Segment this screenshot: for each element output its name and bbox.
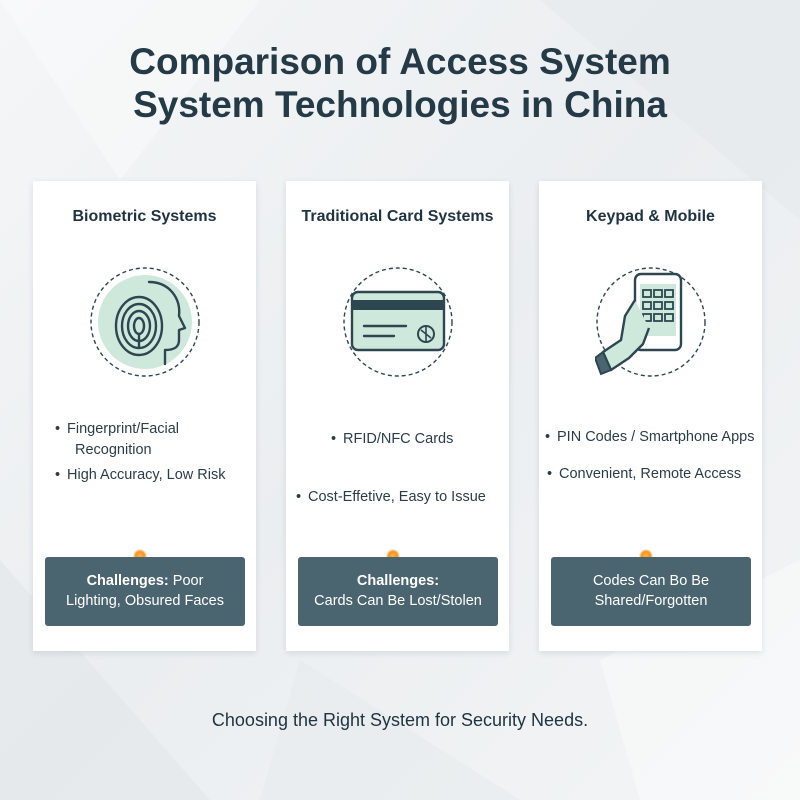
footer-caption: Choosing the Right System for Security N… <box>211 710 589 730</box>
page-title: Comparison of Access System System Techn… <box>0 40 800 126</box>
bullet-item: •RFID/NFC Cards <box>331 431 454 447</box>
challenge-label: Challenges: <box>356 573 440 589</box>
access-card-icon <box>342 266 454 378</box>
challenge-text: Cards Can Be Lost/Stolen <box>314 593 482 609</box>
challenge-box-biometric: Challenges: Poor Lighting, Obsured Faces <box>45 557 245 626</box>
bullet-item: •Fingerprint/Facial <box>55 421 180 437</box>
challenge-label: Challenges: <box>86 573 169 589</box>
card-title-keypad-mobile: Keypad & Mobile <box>586 208 715 225</box>
fingerprint-face-icon <box>89 266 201 378</box>
challenge-text: Shared/Forgotten <box>594 593 708 609</box>
challenge-box-keypad-mobile: Codes Can Bo Be Shared/Forgotten <box>551 557 751 626</box>
bullet-item: •PIN Codes / Smartphone Apps <box>545 429 755 445</box>
card-title-traditional: Traditional Card Systems <box>301 208 494 225</box>
card-biometric: Biometric Systems •Fingerprint/Facial Re… <box>33 181 256 651</box>
challenge-box-traditional: Challenges: Cards Can Be Lost/Stolen <box>298 557 498 626</box>
challenge-text: Codes Can Bo Be <box>592 573 710 589</box>
bullet-item: •High Accuracy, Low Risk <box>55 467 226 483</box>
challenge-text: Lighting, Obsured Faces <box>66 593 224 609</box>
card-traditional: Traditional Card Systems •RFID/NFC Cards… <box>286 181 509 651</box>
title-line-1: Comparison of Access System <box>129 41 671 82</box>
bullet-item: •Cost-Effetive, Easy to Issue <box>296 489 486 505</box>
smartphone-keypad-icon <box>595 266 707 378</box>
card-keypad-mobile: Keypad & Mobile •PIN Codes / Smartphone … <box>539 181 762 651</box>
challenge-text: Poor <box>172 573 204 589</box>
title-line-2: System Technologies in China <box>133 84 667 125</box>
bullet-item: •Convenient, Remote Access <box>547 466 742 482</box>
bullet-item-continuation: Recognition <box>75 442 152 458</box>
card-title-biometric: Biometric Systems <box>72 208 217 225</box>
